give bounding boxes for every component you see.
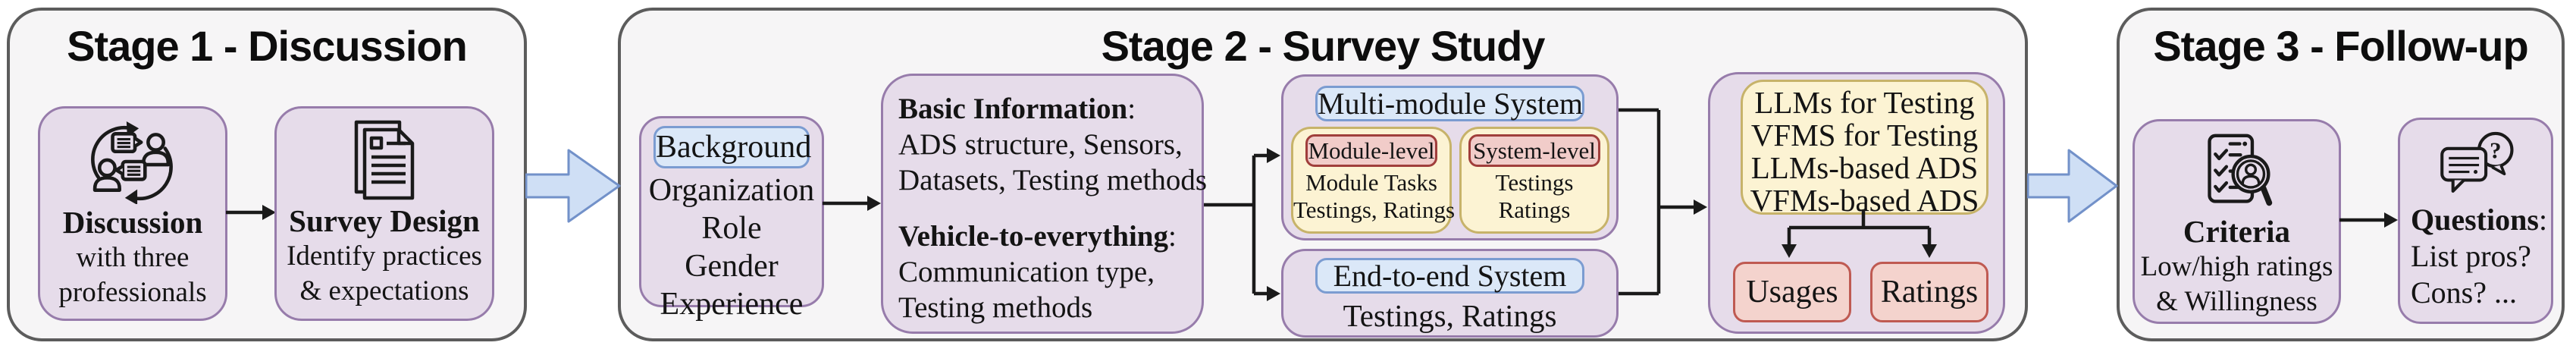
background-item: Role (701, 211, 762, 246)
v2x-line: Testing methods (898, 291, 1093, 324)
stage1-title: Stage 1 - Discussion (67, 22, 468, 70)
stage1-to-stage2-arrow (525, 149, 621, 223)
module-level-line: Module Tasks (1305, 169, 1437, 196)
discussion-cycle-icon (91, 121, 173, 204)
criteria-line: & Willingness (2156, 286, 2317, 317)
background-box: Background Organization Role Gender Expe… (639, 116, 824, 322)
discussion-box-line: professionals (58, 277, 207, 308)
split-connector (1204, 148, 1280, 301)
survey-box-line: & expectations (299, 275, 469, 306)
ratings-box: Ratings (1870, 262, 1988, 322)
discussion-box: Discussion with three professionals (38, 106, 227, 321)
v2x-heading: Vehicle-to-everything (898, 220, 1168, 253)
survey-design-box: Survey Design Identify practices & expec… (274, 106, 494, 321)
questions-box: ? Questions: List pros? Cons? ... (2398, 118, 2553, 324)
criteria-title: Criteria (2183, 214, 2291, 249)
arrow-background-to-basicinfo (823, 196, 881, 211)
llm-item: LLMs-based ADS (1750, 150, 1979, 185)
end-to-end-label: End-to-end System (1315, 258, 1584, 294)
llm-item: LLMs for Testing (1754, 85, 1975, 120)
survey-document-icon (354, 120, 415, 200)
background-item: Experience (660, 287, 804, 322)
basic-info-line: ADS structure, Sensors, (898, 128, 1183, 161)
criteria-box: Criteria Low/high ratings & Willingness (2133, 119, 2341, 324)
merge-connector (1619, 108, 1707, 296)
colon: : (2538, 203, 2548, 237)
question-mark-glyph: ? (2490, 138, 2501, 164)
stage3-title: Stage 3 - Follow-up (2153, 22, 2528, 70)
background-item: Gender (685, 249, 779, 284)
multi-module-system-box: Multi-module System Module-level Module … (1281, 74, 1619, 240)
questions-title: Questions (2411, 203, 2539, 237)
llm-split-connector (1782, 209, 1937, 258)
usages-box: Usages (1733, 262, 1851, 322)
llm-vfm-box: LLMs for Testing VFMS for Testing LLMs-b… (1708, 72, 2005, 334)
survey-box-title: Survey Design (289, 203, 480, 238)
module-level-box: Module-level Module Tasks Testings, Rati… (1291, 127, 1456, 234)
end-to-end-line: Testings, Ratings (1343, 298, 1557, 333)
survey-box-line: Identify practices (287, 240, 482, 272)
multi-module-label: Multi-module System (1315, 86, 1584, 121)
stage2-to-stage3-arrow (2027, 149, 2118, 223)
system-level-line: Ratings (1498, 196, 1571, 223)
llm-items-box: LLMs for Testing VFMS for Testing LLMs-b… (1741, 80, 1988, 217)
criteria-checklist-icon (2207, 134, 2272, 206)
basic-information-box: Basic Information: ADS structure, Sensor… (881, 74, 1208, 334)
colon: : (1167, 220, 1177, 253)
background-label: Background (653, 126, 811, 168)
questions-chat-icon: ? (2440, 131, 2514, 193)
basic-info-heading: Basic Information (898, 93, 1128, 125)
questions-line: List pros? (2411, 239, 2531, 273)
end-to-end-system-box: End-to-end System Testings, Ratings (1281, 249, 1619, 338)
criteria-line: Low/high ratings (2140, 251, 2333, 282)
system-level-box: System-level Testings Ratings (1459, 127, 1609, 234)
discussion-box-line: with three (76, 242, 190, 273)
basic-info-line: Datasets, Testing methods (898, 164, 1208, 196)
background-item: Organization (648, 173, 815, 208)
arrow-criteria-to-questions (2339, 212, 2398, 228)
colon: : (1127, 93, 1136, 125)
discussion-box-title: Discussion (62, 205, 203, 240)
module-level-line: Testings, Ratings (1293, 196, 1456, 223)
stage2-title: Stage 2 - Survey Study (1101, 22, 1546, 70)
llm-item: VFMS for Testing (1750, 118, 1979, 152)
module-level-label: Module-level (1305, 134, 1437, 167)
v2x-line: Communication type, (898, 256, 1155, 288)
system-level-line: Testings (1495, 169, 1574, 196)
questions-line: Cons? ... (2411, 275, 2517, 310)
system-level-label: System-level (1468, 134, 1600, 167)
arrow-discussion-to-survey (226, 205, 276, 220)
